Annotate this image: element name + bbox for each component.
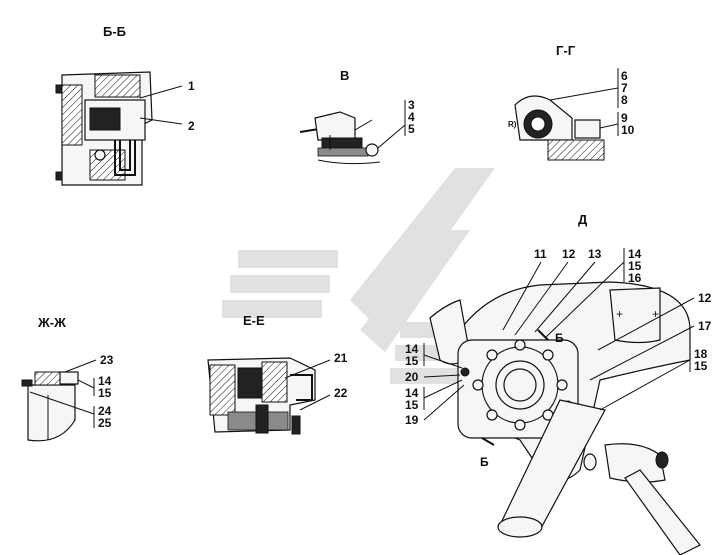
section-mark-b-bottom: Б bbox=[480, 455, 489, 469]
callout-v-5: 5 bbox=[408, 122, 415, 136]
view-v-title: В bbox=[340, 68, 349, 83]
callout-d-right-17: 17 bbox=[698, 319, 712, 333]
callout-ee-22: 22 bbox=[334, 386, 348, 400]
callout-d-15: 15 bbox=[628, 259, 642, 273]
callout-d-left-14a: 14 bbox=[405, 342, 419, 356]
callout-d-14: 14 bbox=[628, 247, 642, 261]
callout-d-11: 11 bbox=[534, 247, 547, 261]
callout-zhzh-14: 14 bbox=[98, 374, 112, 388]
callout-zhzh-24: 24 bbox=[98, 404, 112, 418]
view-v: В 3 4 5 bbox=[299, 68, 415, 165]
callout-d-13: 13 bbox=[588, 247, 602, 261]
callout-d-16: 16 bbox=[628, 271, 642, 285]
callout-d-right-12: 12 bbox=[698, 291, 712, 305]
callout-d-right-15: 15 bbox=[694, 359, 708, 373]
callout-d-12: 12 bbox=[562, 247, 576, 261]
section-zhzh-view: Ж-Ж 23 14 15 24 25 bbox=[21, 315, 114, 442]
callout-d-right-18: 18 bbox=[694, 347, 708, 361]
svg-text:+: + bbox=[616, 307, 623, 321]
callout-zhzh-25: 25 bbox=[98, 416, 112, 430]
svg-text:+: + bbox=[652, 307, 659, 321]
callout-d-left-19: 19 bbox=[405, 413, 419, 427]
callout-v-4: 4 bbox=[408, 110, 415, 124]
callout-v-3: 3 bbox=[408, 98, 415, 112]
callout-d-left-15b: 15 bbox=[405, 398, 419, 412]
callout-zhzh-15: 15 bbox=[98, 386, 112, 400]
view-d-title: Д bbox=[578, 212, 588, 227]
section-gg-view: Г-Г R) 6 7 8 9 10 bbox=[508, 43, 635, 161]
callout-gg-10: 10 bbox=[621, 123, 635, 137]
section-mark-b-top: Б bbox=[555, 331, 564, 345]
callout-bb-1: 1 bbox=[188, 79, 195, 93]
callout-gg-6: 6 bbox=[621, 69, 628, 83]
callout-gg-9: 9 bbox=[621, 111, 628, 125]
section-bb-title: Б-Б bbox=[103, 24, 126, 39]
callout-d-left-15a: 15 bbox=[405, 354, 419, 368]
callout-d-left-20: 20 bbox=[405, 370, 419, 384]
callout-bb-2: 2 bbox=[188, 119, 195, 133]
callout-gg-8: 8 bbox=[621, 93, 628, 107]
callout-zhzh-23: 23 bbox=[100, 353, 114, 367]
section-ee-view: Е-Е 21 22 bbox=[207, 313, 348, 435]
section-bb-view: Б-Б 1 2 bbox=[55, 24, 195, 186]
callout-d-left-14b: 14 bbox=[405, 386, 419, 400]
section-gg-title: Г-Г bbox=[556, 43, 576, 58]
section-zhzh-title: Ж-Ж bbox=[37, 315, 66, 330]
section-ee-title: Е-Е bbox=[243, 313, 265, 328]
svg-text:R): R) bbox=[508, 120, 517, 129]
callout-ee-21: 21 bbox=[334, 351, 348, 365]
view-d: Д + + Б Б bbox=[405, 212, 712, 555]
callout-gg-7: 7 bbox=[621, 81, 628, 95]
